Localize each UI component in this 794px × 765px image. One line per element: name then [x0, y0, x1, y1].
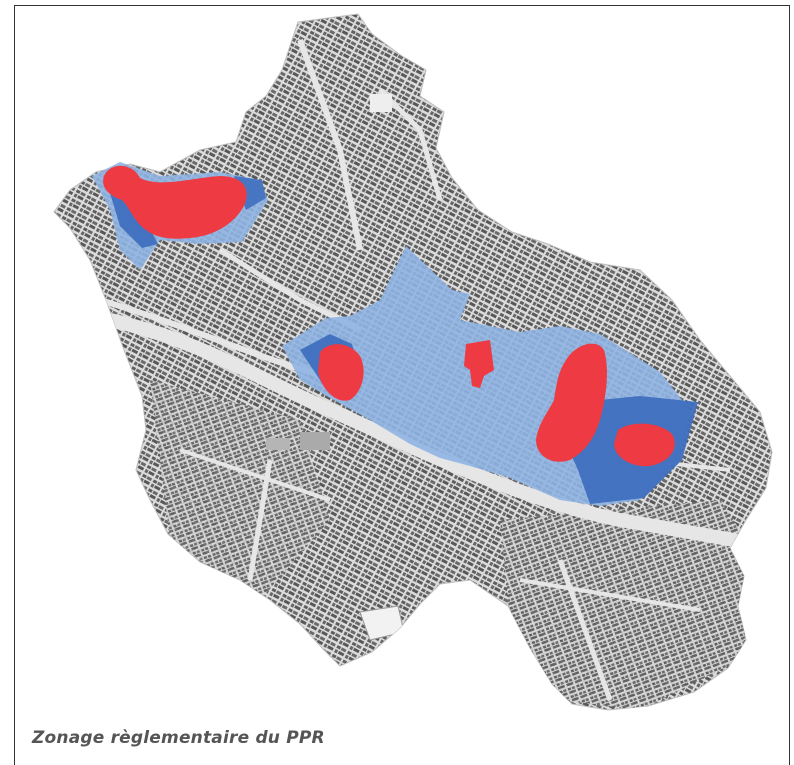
- map-caption: Zonage règlementaire du PPR: [32, 728, 325, 748]
- street-network: [99, 38, 772, 710]
- zone-red: [103, 165, 675, 467]
- map-frame: [14, 5, 790, 765]
